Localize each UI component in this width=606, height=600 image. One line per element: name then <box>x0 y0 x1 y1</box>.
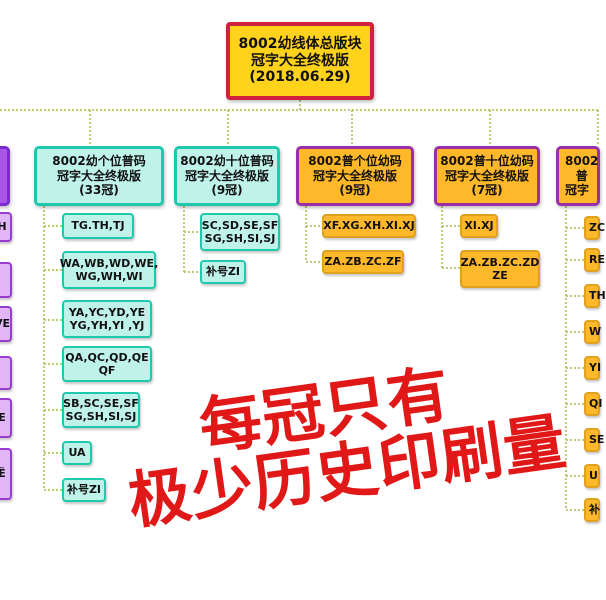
category-subtitle: 冠字大全终极版 <box>312 168 397 183</box>
category-subtitle: 冠字 <box>565 183 590 198</box>
category-node-4: 8002普十位幼码 冠字大全终极版 (7冠) <box>434 146 540 206</box>
leaf-node-partial <box>0 262 12 298</box>
leaf-node: U <box>584 464 600 488</box>
leaf-text: RE <box>589 253 605 267</box>
category-subtitle: 冠字大全终极版 <box>56 168 141 183</box>
leaf-text: 补号ZI <box>66 483 102 497</box>
leaf-node: W <box>584 320 602 344</box>
root-node: 8002幼线体总版块 冠字大全终极版 (2018.06.29) <box>226 22 374 100</box>
category-count: (33冠) <box>79 183 119 198</box>
category-count: (9冠) <box>211 183 243 198</box>
leaf-node-partial: E <box>0 398 12 438</box>
leaf-text: ZA.ZB.ZC.ZF <box>324 255 402 269</box>
leaf-text: QI <box>589 397 603 411</box>
leaf-node: 补号ZI <box>200 260 246 284</box>
category-subtitle: 冠字大全终极版 <box>184 168 269 183</box>
leaf-text: UA <box>68 446 86 460</box>
leaf-text: WG,WH,WI <box>75 270 143 283</box>
leaf-text: XI.XJ <box>464 219 494 233</box>
leaf-text: W <box>589 325 602 339</box>
category-subtitle: 冠字大全终极版 <box>444 168 529 183</box>
root-date: (2018.06.29) <box>249 69 351 86</box>
leaf-text: 补 <box>589 503 600 517</box>
leaf-text: SG,SH,SI,SJ <box>204 232 276 245</box>
leaf-text: YI <box>589 361 602 375</box>
category-title: 8002普十位幼码 <box>440 154 534 169</box>
category-node-2: 8002幼十位普码 冠字大全终极版 (9冠) <box>174 146 280 206</box>
leaf-text: E <box>0 411 6 425</box>
leaf-node: TG.TH,TJ <box>62 213 134 239</box>
leaf-node-partial: VE <box>0 306 12 342</box>
leaf-text: SB,SC,SE,SF <box>63 396 139 410</box>
leaf-node: XI.XJ <box>460 214 498 238</box>
leaf-node: WA,WB,WD,WE,WG,WH,WI <box>59 251 159 289</box>
leaf-node: YI <box>584 356 602 380</box>
leaf-text: ZE <box>492 269 508 282</box>
leaf-text: VE <box>0 317 11 331</box>
leaf-text: YA,YC,YD,YE <box>68 305 146 319</box>
leaf-node: QI <box>584 392 603 416</box>
leaf-node-partial <box>0 356 12 390</box>
category-title: 8002普个位幼码 <box>308 154 402 169</box>
leaf-text: 补号ZI <box>205 265 241 279</box>
category-node-partial <box>0 146 10 206</box>
leaf-node-partial: H <box>0 212 12 242</box>
leaf-text: ZC <box>589 221 606 235</box>
leaf-node: TH <box>584 284 606 308</box>
category-title: 8002幼十位普码 <box>180 154 274 169</box>
leaf-text: ZA.ZB.ZC.ZD <box>460 255 540 269</box>
category-node-1: 8002幼个位普码 冠字大全终极版 (33冠) <box>34 146 164 206</box>
category-title: 8002幼个位普码 <box>52 154 146 169</box>
leaf-text: XF.XG.XH.XI.XJ <box>323 219 415 233</box>
category-count: (9冠) <box>339 183 371 198</box>
leaf-text: QA,QC,QD,QE <box>65 350 149 364</box>
root-subtitle: 冠字大全终极版 <box>251 52 349 69</box>
leaf-node: ZC <box>584 216 605 240</box>
leaf-text: TH <box>589 289 606 303</box>
leaf-text: WA,WB,WD,WE, <box>59 256 159 270</box>
leaf-text: QF <box>98 364 116 377</box>
category-title: 8002普 <box>565 154 599 183</box>
leaf-text: U <box>589 469 598 483</box>
root-title: 8002幼线体总版块 <box>238 35 362 52</box>
leaf-node: SE <box>584 428 604 452</box>
leaf-text: SG,SH,SI,SJ <box>65 410 137 423</box>
leaf-node: ZA.ZB.ZC.ZF <box>322 250 404 274</box>
leaf-node: RE <box>584 248 605 272</box>
leaf-node-partial: Ё <box>0 448 12 500</box>
leaf-text: YG,YH,YI ,YJ <box>69 319 145 332</box>
category-node-5: 8002普 冠字 <box>556 146 600 206</box>
leaf-text: Ё <box>0 467 6 481</box>
leaf-text: SC,SD,SE,SF <box>201 218 279 232</box>
leaf-text: H <box>0 220 7 234</box>
leaf-node: 补号ZI <box>62 478 106 502</box>
leaf-text: SE <box>589 433 605 447</box>
category-count: (7冠) <box>471 183 503 198</box>
leaf-node: XF.XG.XH.XI.XJ <box>322 214 416 238</box>
leaf-node: 补 <box>584 498 600 522</box>
category-node-3: 8002普个位幼码 冠字大全终极版 (9冠) <box>296 146 414 206</box>
leaf-node: UA <box>62 441 92 465</box>
leaf-text: TG.TH,TJ <box>71 219 125 233</box>
